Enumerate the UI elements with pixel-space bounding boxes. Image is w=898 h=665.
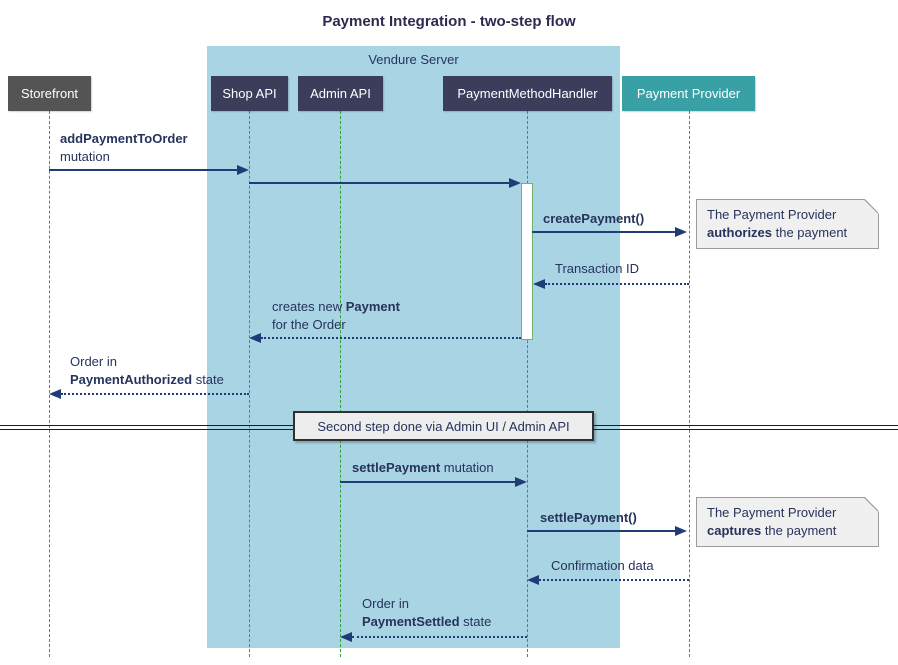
message-label-confirmation: Confirmation data bbox=[551, 558, 654, 573]
arrow-order-authorized bbox=[61, 393, 249, 395]
arrow-settle-mutation bbox=[340, 481, 516, 483]
arrowhead-left-icon bbox=[533, 279, 545, 289]
message-label-transaction-id: Transaction ID bbox=[555, 261, 640, 276]
arrowhead-left-icon bbox=[249, 333, 261, 343]
message-label-add-payment: addPaymentToOrder mutation bbox=[60, 131, 188, 164]
message-label-creates-payment: creates new Payment for the Order bbox=[272, 299, 400, 332]
message-label-order-authorized: Order in PaymentAuthorized state bbox=[70, 354, 224, 387]
arrowhead-right-icon bbox=[675, 227, 687, 237]
arrow-confirmation bbox=[539, 579, 689, 581]
participant-shop-api: Shop API bbox=[211, 76, 288, 111]
lifeline-payment-method-handler bbox=[527, 111, 528, 657]
arrow-creates-payment bbox=[261, 337, 521, 339]
arrowhead-left-icon bbox=[527, 575, 539, 585]
activation-bar-payment-method-handler bbox=[521, 183, 533, 340]
diagram-title: Payment Integration - two-step flow bbox=[322, 13, 576, 30]
arrow-create-payment bbox=[532, 231, 676, 233]
participant-storefront: Storefront bbox=[8, 76, 91, 111]
arrowhead-right-icon bbox=[237, 165, 249, 175]
arrowhead-left-icon bbox=[49, 389, 61, 399]
participant-admin-api: Admin API bbox=[298, 76, 383, 111]
arrow-add-payment bbox=[49, 169, 238, 171]
arrowhead-right-icon bbox=[675, 526, 687, 536]
note-capture: The Payment Provider captures the paymen… bbox=[696, 497, 879, 547]
lifeline-shop-api bbox=[249, 111, 250, 657]
message-label-order-settled: Order in PaymentSettled state bbox=[362, 596, 492, 629]
vendure-server-box: Vendure Server bbox=[207, 46, 620, 648]
message-label-settle-call: settlePayment() bbox=[540, 510, 637, 525]
lifeline-payment-provider bbox=[689, 111, 690, 657]
note-fold-icon bbox=[864, 497, 879, 512]
note-fold-icon bbox=[864, 199, 879, 214]
participant-payment-method-handler: PaymentMethodHandler bbox=[443, 76, 612, 111]
arrow-settle-call bbox=[527, 530, 676, 532]
divider-label: Second step done via Admin UI / Admin AP… bbox=[293, 411, 594, 441]
arrow-shop-to-handler bbox=[249, 182, 510, 184]
arrowhead-right-icon bbox=[509, 178, 521, 188]
note-authorize: The Payment Provider authorizes the paym… bbox=[696, 199, 879, 249]
arrow-order-settled bbox=[352, 636, 527, 638]
arrowhead-right-icon bbox=[515, 477, 527, 487]
participant-payment-provider: Payment Provider bbox=[622, 76, 755, 111]
lifeline-admin-api bbox=[340, 111, 341, 657]
message-label-create-payment: createPayment() bbox=[543, 211, 645, 226]
arrowhead-left-icon bbox=[340, 632, 352, 642]
lifeline-storefront bbox=[49, 111, 50, 657]
message-label-settle-mutation: settlePayment mutation bbox=[352, 460, 494, 475]
vendure-server-label: Vendure Server bbox=[368, 52, 459, 67]
arrow-transaction-id bbox=[545, 283, 689, 285]
